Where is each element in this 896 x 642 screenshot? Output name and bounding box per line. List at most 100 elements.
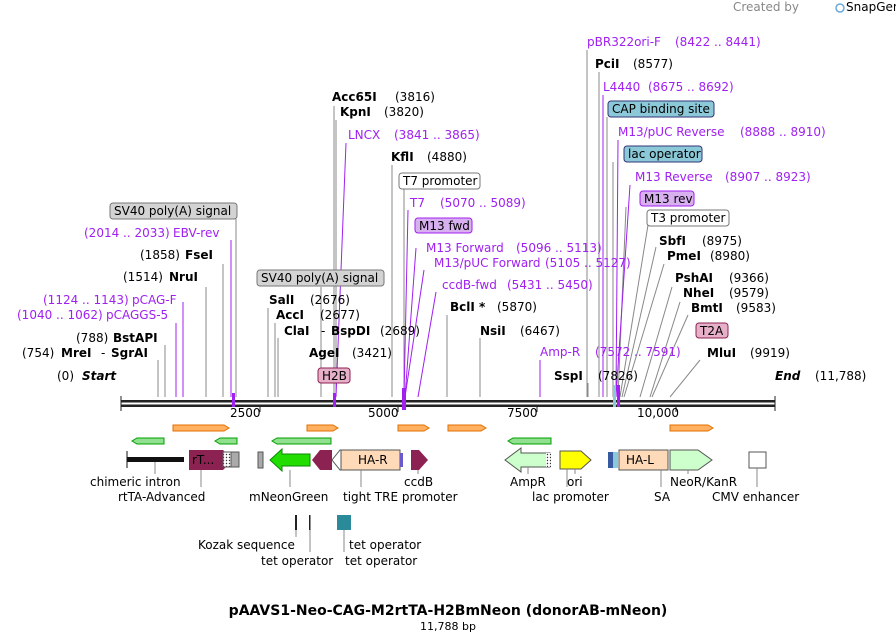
acci-label: AccI xyxy=(276,308,304,322)
cmv-feature xyxy=(748,451,767,469)
pbr322-pos: (8422 .. 8441) xyxy=(675,35,761,49)
t7-pos: (5070 .. 5089) xyxy=(440,196,526,210)
acc65i-label: Acc65I xyxy=(332,90,377,104)
agei-pos: (3421) xyxy=(352,346,392,360)
pshai-pos: (9366) xyxy=(729,271,769,285)
pcag-f-label: pCAG-F xyxy=(132,293,177,307)
ccdb-fwd-pos: (5431 .. 5450) xyxy=(507,278,593,292)
agei-label: AgeI xyxy=(309,346,339,360)
neor-label: NeoR/KanR xyxy=(670,475,737,489)
cap-marker xyxy=(608,452,613,468)
lncx-pos: (3841 .. 3865) xyxy=(394,128,480,142)
pcii-pos: (8577) xyxy=(633,57,673,71)
rtta-feature xyxy=(189,450,233,470)
sv40-polya-label-1: SV40 poly(A) signal xyxy=(114,204,231,218)
ccdb-fwd-label: ccdB-fwd xyxy=(442,278,497,292)
bstapi-label: BstAPI xyxy=(113,331,158,345)
neor-feature xyxy=(669,449,713,471)
fsei-label: FseI xyxy=(185,248,213,262)
svg-text:-: - xyxy=(101,346,105,360)
lncx-label: LNCX xyxy=(348,128,380,142)
bspdi-label: BspDI xyxy=(331,324,370,338)
rtta-advanced-label: rtTA-Advanced xyxy=(118,490,205,504)
chimeric-intron-label: chimeric intron xyxy=(90,475,181,489)
m13-fwd-label: M13 fwd xyxy=(419,219,470,233)
feature-label-cap xyxy=(607,100,715,118)
kozak-marker xyxy=(295,515,297,530)
bmti-label: BmtI xyxy=(691,301,723,315)
cap-label: CAP binding site xyxy=(612,102,710,116)
sali-label: SalI xyxy=(269,293,294,307)
h2b-feature xyxy=(312,450,332,470)
plasmid-length: 11,788 bp xyxy=(420,620,476,633)
mlui-pos: (9919) xyxy=(750,346,790,360)
pcag-f-pos: (1124 .. 1143) xyxy=(43,293,129,307)
lac-operator-label: lac operator xyxy=(628,147,701,161)
brand-label: SnapGene xyxy=(846,0,896,14)
nsii-pos: (6467) xyxy=(520,324,560,338)
ori-label: ori xyxy=(567,475,583,489)
sbfi-label: SbfI xyxy=(659,234,686,248)
primer-cluster-marker xyxy=(402,388,406,410)
plasmid-title: pAAVS1-Neo-CAG-M2rtTA-H2BmNeon (donorAB-… xyxy=(229,603,668,619)
feature-label-sv40-polya-2 xyxy=(256,269,385,287)
feature-label-sv40-polya-1 xyxy=(109,202,238,220)
rt-label: rT... xyxy=(192,453,214,467)
kpni-label: KpnI xyxy=(340,105,371,119)
t7-promoter-label: T7 promoter xyxy=(402,174,478,188)
ebv-rev-pos: (2014 .. 2033) xyxy=(84,226,170,240)
h2b-label: H2B xyxy=(322,369,347,383)
bcli-label: BclI * xyxy=(450,300,486,314)
start-pos: (0) xyxy=(57,369,74,383)
kfli-pos: (4880) xyxy=(427,150,467,164)
sbfi-pos: (8975) xyxy=(702,234,742,248)
amp-r-label: Amp-R xyxy=(540,345,580,359)
start-label: Start xyxy=(82,369,117,383)
m13puc-rev-pos: (8888 .. 8910) xyxy=(740,125,826,139)
pcii-label: PciI xyxy=(595,57,620,71)
ampr-label: AmpR xyxy=(510,475,546,489)
feature-label-t7-promoter xyxy=(398,172,481,190)
ccdb-feature xyxy=(411,450,428,470)
tick-label-3: 7500 xyxy=(507,406,538,420)
sv40-polya-label-2: SV40 poly(A) signal xyxy=(261,271,378,285)
nhei-label: NheI xyxy=(683,286,714,300)
feature-label-m13-fwd xyxy=(414,217,473,234)
tick-label-4: 10,000 xyxy=(637,406,679,420)
lac-promoter-label: lac promoter xyxy=(532,490,609,504)
sspi-pos: (7826) xyxy=(598,369,638,383)
clai-label: ClaI xyxy=(284,324,309,338)
tet-operator-marker-1 xyxy=(309,515,311,530)
end-pos: (11,788) xyxy=(815,369,866,383)
nsii-label: NsiI xyxy=(480,324,506,338)
sali-pos: (2676) xyxy=(310,293,350,307)
mneongreen-feature xyxy=(269,447,311,473)
t7-label: T7 xyxy=(409,196,425,210)
mlui-label: MluI xyxy=(707,346,736,360)
chimeric-intron-bar xyxy=(127,457,184,462)
feature-label-t3-promoter xyxy=(646,209,730,227)
m13-reverse-pos: (8907 .. 8923) xyxy=(725,170,811,184)
amp-r-pos: (7572 .. 7591) xyxy=(595,345,681,359)
nhei-pos: (9579) xyxy=(729,286,769,300)
mneongreen-label: mNeonGreen xyxy=(249,490,328,504)
m13puc-forward-label: M13/pUC Forward xyxy=(434,256,541,270)
l4440-label: L4440 xyxy=(603,80,640,94)
pcaggs5-pos: (1040 .. 1062) xyxy=(17,308,103,322)
t3-promoter-label: T3 promoter xyxy=(650,211,726,225)
pmei-label: PmeI xyxy=(667,249,701,263)
bmti-pos: (9583) xyxy=(736,301,776,315)
backbone-lower xyxy=(121,404,775,407)
fsei-pos: (1858) xyxy=(140,248,180,262)
site-leader-lines xyxy=(157,50,701,398)
tet-operator-label-2: tet operator xyxy=(261,554,333,568)
kfli-label: KflI xyxy=(391,150,414,164)
m13puc-forward-pos: (5105 .. 5127) xyxy=(545,256,631,270)
sgrai-label: SgrAI xyxy=(111,346,148,360)
mrei-label: MreI xyxy=(61,346,91,360)
m13-reverse-label: M13 Reverse xyxy=(635,170,713,184)
snapgene-logo-icon xyxy=(835,3,845,13)
acc65i-pos: (3816) xyxy=(395,90,435,104)
tight-tre-label: tight TRE promoter xyxy=(343,490,458,504)
